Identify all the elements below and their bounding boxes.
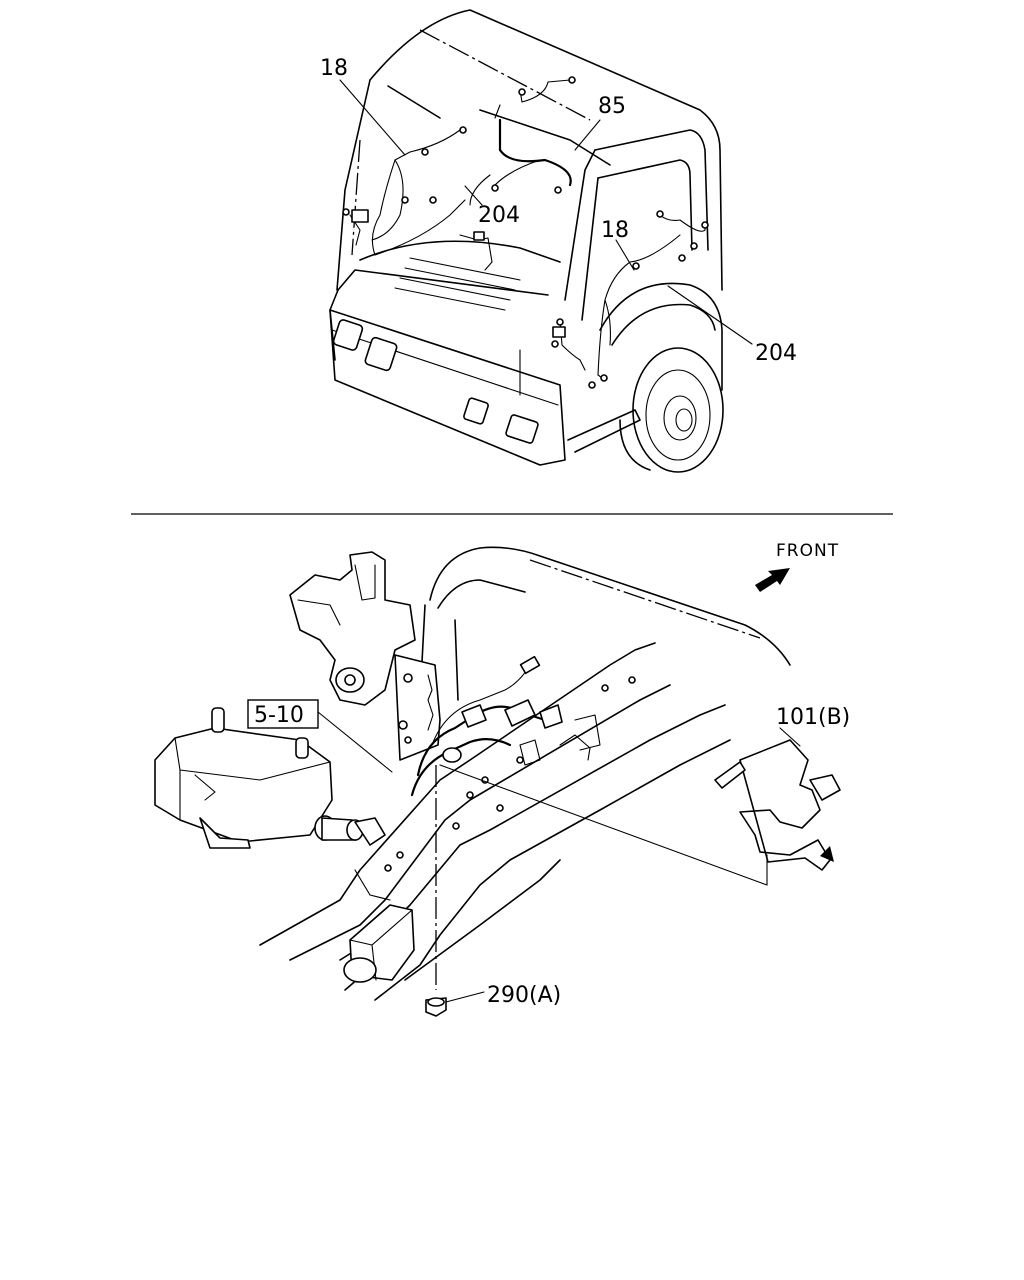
callout-18-left: 18 (320, 56, 348, 81)
callout-204-right: 204 (755, 341, 797, 366)
front-direction-label: FRONT (776, 541, 839, 561)
truck-cab-view: 18 85 204 18 204 (320, 9, 797, 473)
callout-290A: 290(A) (487, 983, 561, 1008)
reference-label: 5-10 (254, 703, 304, 728)
frame-detail-view: FRONT 5-10 (154, 541, 850, 1017)
callout-204-center: 204 (478, 203, 520, 228)
callout-85: 85 (598, 94, 626, 119)
reference-box (247, 699, 319, 729)
callout-101B: 101(B) (776, 705, 850, 730)
callout-18-right: 18 (601, 218, 629, 243)
front-arrow-icon (755, 568, 790, 592)
